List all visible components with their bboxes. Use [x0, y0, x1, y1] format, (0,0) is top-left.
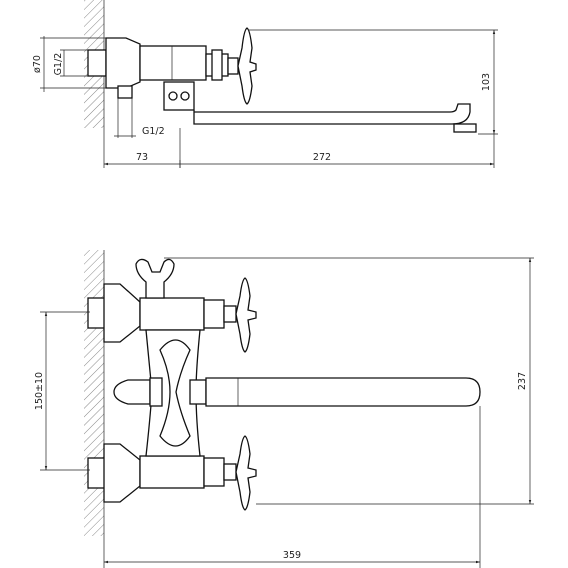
dim-total-width: 359 — [283, 550, 301, 561]
cross-handle-top — [237, 27, 257, 105]
cross-handle-upper — [235, 277, 257, 353]
flange-lower — [103, 443, 141, 503]
aerator-top — [453, 123, 477, 133]
dim-thread-inlet: G1/2 — [53, 53, 64, 76]
cross-handle-lower — [235, 435, 257, 511]
eccentric-lower — [87, 457, 107, 489]
dim-height: 103 — [481, 73, 492, 91]
mixer-body-top — [139, 45, 207, 81]
dim-diameter: ø70 — [32, 55, 43, 73]
valve-upper — [203, 299, 225, 329]
flange-upper — [103, 283, 141, 343]
dim-offset: 73 — [136, 152, 148, 163]
dim-thread-outlet: G1/2 — [142, 126, 165, 137]
outlet-nut-top — [117, 85, 133, 99]
wall-front — [84, 250, 104, 536]
diverter-knob — [113, 379, 151, 405]
eccentric-upper — [87, 297, 107, 329]
top-view: ø70 G1/2 G1/2 73 272 103 — [32, 0, 498, 168]
spout-front — [205, 377, 481, 407]
front-view: 150±10 237 359 — [34, 250, 534, 568]
flange-top — [105, 37, 141, 89]
valve-lower — [203, 457, 225, 487]
dim-total-height: 237 — [517, 372, 528, 390]
dim-center-distance: 150±10 — [34, 372, 45, 410]
shower-holder — [135, 258, 175, 299]
dim-spout-length: 272 — [313, 152, 331, 163]
eccentric-fitting-top — [87, 49, 107, 77]
spout-top — [193, 103, 471, 125]
